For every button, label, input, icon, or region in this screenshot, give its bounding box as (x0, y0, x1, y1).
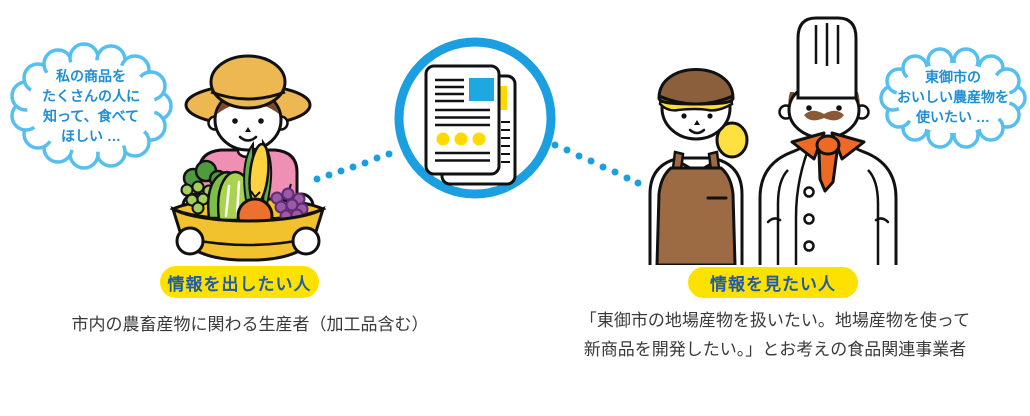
orange-neckerchief (790, 131, 866, 193)
bubble-line: 知って、食べて (42, 108, 140, 124)
left-bubble-text: 私の商品を たくさんの人に 知って、食べて ほしい … (8, 42, 174, 146)
right-bubble-text: 東御市の おいしい農産物を 使いたい … (878, 44, 1028, 127)
shop-staff-woman-illustration (648, 68, 749, 265)
documents-in-circle-icon (394, 37, 556, 199)
right-description-line: 新商品を開発したい。」とお考えの食品関連事業者 (583, 340, 967, 359)
bubble-line: おいしい農産物を (897, 89, 1009, 105)
bubble-line: 使いたい … (916, 109, 990, 125)
cloud-shape-icon (10, 42, 173, 170)
label-information-provider: 情報を出したい人 (160, 266, 319, 298)
left-thought-bubble: 私の商品を たくさんの人に 知って、食べて ほしい … (8, 42, 174, 178)
left-description: 市内の農畜産物に関わる生産者（加工品含む） (71, 315, 429, 334)
ponytail (715, 121, 749, 159)
right-description-line: 「東御市の地場産物を扱いたい。地場産物を使って (579, 311, 971, 330)
right-description: 「東御市の地場産物を扱いたい。地場産物を使って 新商品を開発したい。」とお考えの… (563, 306, 987, 364)
dotted-connector-right (551, 141, 642, 187)
chef-illustration (758, 16, 898, 265)
label-information-viewer: 情報を見たい人 (688, 267, 858, 298)
bubble-line: 東御市の (925, 69, 981, 85)
mustache (804, 110, 844, 121)
farmer-illustration (169, 54, 327, 262)
bubble-line: たくさんの人に (42, 88, 140, 104)
bubble-line: ほしい … (61, 128, 121, 144)
apron (655, 166, 737, 265)
right-thought-bubble: 東御市の おいしい農産物を 使いたい … (878, 44, 1028, 156)
cap (657, 68, 735, 106)
bubble-line: 私の商品を (56, 68, 126, 84)
jacket-buttons (803, 186, 815, 252)
cloud-shape-icon (879, 47, 1027, 149)
dotted-connector-left (313, 150, 393, 183)
